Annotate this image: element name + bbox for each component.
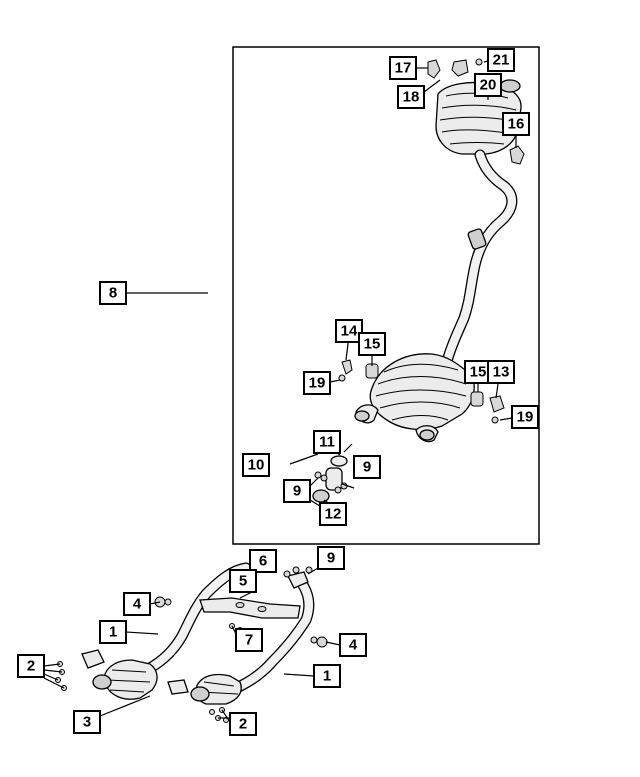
rear-intermediate-pipe — [442, 149, 518, 364]
catalytic-converter-right — [167, 636, 328, 705]
callout-15-left-label: 15 — [364, 336, 381, 353]
callout-9-top-label: 9 — [363, 459, 371, 476]
callout-9-left: 9 — [283, 479, 311, 503]
front-muffler — [354, 353, 475, 443]
rear-muffler — [435, 79, 522, 155]
callout-12-label: 12 — [325, 506, 342, 523]
callout-5: 5 — [229, 569, 257, 593]
callout-21: 21 — [487, 48, 515, 72]
callout-17-label: 17 — [395, 60, 412, 77]
callout-14-label: 14 — [341, 323, 358, 340]
callout-15-left: 15 — [358, 332, 386, 356]
callout-9-top: 9 — [353, 455, 381, 479]
callout-13-label: 13 — [493, 364, 510, 381]
callout-9-left-label: 9 — [293, 483, 301, 500]
callout-19-left: 19 — [303, 371, 331, 395]
callout-19-right: 19 — [511, 405, 539, 429]
callout-4-right-label: 4 — [349, 637, 358, 654]
callout-14: 14 — [335, 319, 363, 343]
callout-9-bottom-label: 9 — [327, 550, 335, 567]
callout-10: 10 — [242, 453, 270, 477]
callout-19-left-label: 19 — [309, 375, 326, 392]
catalytic-converter-left — [81, 596, 172, 700]
callout-18-label: 18 — [403, 89, 420, 106]
callout-16-label: 16 — [508, 116, 525, 133]
callout-11-label: 11 — [319, 434, 335, 451]
callout-15-right-label: 15 — [470, 364, 487, 381]
callout-2-left-label: 2 — [27, 658, 35, 675]
callout-8: 8 — [99, 281, 127, 305]
callout-12: 12 — [319, 502, 347, 526]
callout-7-label: 7 — [245, 632, 253, 649]
callout-4-left-label: 4 — [133, 596, 142, 613]
callout-6-label: 6 — [259, 553, 267, 570]
callout-1-left-label: 1 — [109, 624, 117, 641]
front-exhaust-pipes — [144, 562, 315, 696]
callout-4-right: 4 — [339, 633, 367, 657]
callout-9-bottom: 9 — [317, 546, 345, 570]
callout-21-label: 21 — [493, 52, 510, 69]
callout-3: 3 — [73, 710, 101, 734]
callout-10-label: 10 — [248, 457, 265, 474]
callout-6: 6 — [249, 549, 277, 573]
callout-1-left: 1 — [99, 620, 127, 644]
callout-18: 18 — [397, 85, 425, 109]
callout-5-label: 5 — [239, 573, 247, 590]
callout-2-right-label: 2 — [239, 716, 247, 733]
callout-2-right: 2 — [229, 712, 257, 736]
callout-2-left: 2 — [17, 654, 45, 678]
callout-1-right: 1 — [313, 664, 341, 688]
callout-1-right-label: 1 — [323, 668, 331, 685]
callout-16: 16 — [502, 112, 530, 136]
callout-11: 11 — [313, 430, 341, 454]
callout-3-label: 3 — [83, 714, 91, 731]
callout-17: 17 — [389, 56, 417, 80]
callout-7: 7 — [235, 628, 263, 652]
callout-8-label: 8 — [109, 285, 117, 302]
rear-section-frame — [232, 46, 540, 545]
callout-20-label: 20 — [480, 77, 497, 94]
callout-19-right-label: 19 — [517, 409, 534, 426]
clamp-kit — [312, 455, 348, 503]
callout-4-left: 4 — [123, 592, 151, 616]
callout-20: 20 — [474, 73, 502, 97]
callout-13: 13 — [487, 360, 515, 384]
